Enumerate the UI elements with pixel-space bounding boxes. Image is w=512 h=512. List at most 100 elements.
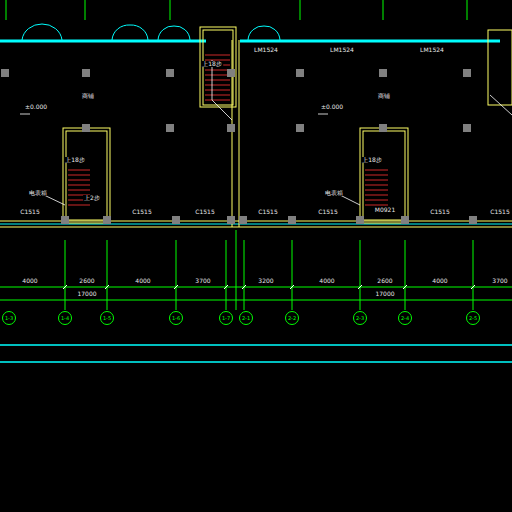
axis-number: 2-4 bbox=[401, 315, 409, 321]
columns bbox=[1, 69, 477, 224]
stair-tread bbox=[68, 180, 90, 181]
plan-label: ±0.000 bbox=[320, 104, 344, 110]
plan-label: 3700 bbox=[491, 278, 508, 284]
column bbox=[469, 216, 477, 224]
plan-label: 商铺 bbox=[377, 93, 391, 99]
plan-label: 2600 bbox=[376, 278, 393, 284]
stair-tread bbox=[365, 175, 388, 176]
column bbox=[296, 69, 304, 77]
column bbox=[296, 124, 304, 132]
stair-tread bbox=[68, 175, 90, 176]
column bbox=[379, 124, 387, 132]
axis-bubble: 1-4 bbox=[58, 311, 72, 325]
column bbox=[463, 69, 471, 77]
plan-label: 3200 bbox=[257, 278, 274, 284]
column bbox=[227, 124, 235, 132]
plan-label: C1515 bbox=[131, 209, 152, 215]
axis-bubble: 1-6 bbox=[169, 311, 183, 325]
stair-tread bbox=[205, 75, 230, 76]
stair-tread bbox=[365, 180, 388, 181]
plan-label: ±0.000 bbox=[24, 104, 48, 110]
stair-tread bbox=[365, 185, 388, 186]
stair-tread bbox=[205, 95, 230, 96]
column bbox=[166, 124, 174, 132]
plan-label: C1515 bbox=[194, 209, 215, 215]
plan-label: 2600 bbox=[78, 278, 95, 284]
plan-label: 4000 bbox=[21, 278, 38, 284]
stair-tread bbox=[365, 190, 388, 191]
plan-label: 4000 bbox=[318, 278, 335, 284]
axis-bubble: 2-1 bbox=[239, 311, 253, 325]
plan-label: 3700 bbox=[194, 278, 211, 284]
plan-label: 商铺 bbox=[81, 93, 95, 99]
column bbox=[379, 69, 387, 77]
plan-label: 4000 bbox=[134, 278, 151, 284]
column bbox=[288, 216, 296, 224]
axis-bubble: 1-7 bbox=[219, 311, 233, 325]
plan-label: 上18步 bbox=[64, 157, 86, 163]
walls bbox=[0, 27, 512, 227]
column bbox=[401, 216, 409, 224]
plan-label: C1515 bbox=[317, 209, 338, 215]
plan-label: C1515 bbox=[257, 209, 278, 215]
stair-tread bbox=[205, 70, 230, 71]
stair-tread bbox=[68, 190, 90, 191]
plan-label: C1515 bbox=[19, 209, 40, 215]
column bbox=[103, 216, 111, 224]
axis-bubble: 1-3 bbox=[2, 311, 16, 325]
axis-number: 1-6 bbox=[172, 315, 180, 321]
column bbox=[239, 216, 247, 224]
stair-tread bbox=[205, 55, 230, 56]
column bbox=[356, 216, 364, 224]
outer-wall bbox=[0, 24, 512, 362]
stair-tread bbox=[365, 200, 388, 201]
stair-tread bbox=[205, 80, 230, 81]
plan-label: C1515 bbox=[489, 209, 510, 215]
plan-label: 17000 bbox=[76, 291, 97, 297]
plan-label: M0921 bbox=[374, 207, 396, 213]
stair-tread bbox=[365, 170, 388, 171]
axis-number: 2-3 bbox=[356, 315, 364, 321]
axis-number: 1-3 bbox=[5, 315, 13, 321]
axis-bubble: 2-5 bbox=[466, 311, 480, 325]
plan-label: 上18步 bbox=[361, 157, 383, 163]
axis-number: 1-4 bbox=[61, 315, 69, 321]
plan-label: 上18步 bbox=[201, 61, 223, 67]
axis-number: 2-2 bbox=[288, 315, 296, 321]
axis-bubble: 2-3 bbox=[353, 311, 367, 325]
plan-label: LM1524 bbox=[253, 47, 279, 53]
dim-ticks bbox=[63, 285, 475, 289]
column bbox=[227, 69, 235, 77]
column bbox=[82, 69, 90, 77]
axis-number: 1-5 bbox=[103, 315, 111, 321]
axis-number: 2-5 bbox=[469, 315, 477, 321]
column bbox=[166, 69, 174, 77]
axis-bubble: 2-2 bbox=[285, 311, 299, 325]
plan-label: LM1524 bbox=[419, 47, 445, 53]
axis-bubble: 2-4 bbox=[398, 311, 412, 325]
axis-number: 2-1 bbox=[242, 315, 250, 321]
stair-tread bbox=[68, 170, 90, 171]
axis-number: 1-7 bbox=[222, 315, 230, 321]
stair-tread bbox=[68, 185, 90, 186]
stair-tread bbox=[205, 90, 230, 91]
axis-lines bbox=[0, 0, 512, 310]
column bbox=[1, 69, 9, 77]
stair-treads bbox=[68, 55, 388, 205]
stair-tread bbox=[68, 205, 90, 206]
stair-tread bbox=[365, 195, 388, 196]
plan-label: 电表箱 bbox=[28, 190, 48, 196]
column bbox=[172, 216, 180, 224]
axis-bubble: 1-5 bbox=[100, 311, 114, 325]
stair-tread bbox=[205, 85, 230, 86]
plan-label: LM1524 bbox=[329, 47, 355, 53]
stair-arrows bbox=[20, 60, 512, 205]
stair-tread bbox=[365, 205, 388, 206]
column bbox=[82, 124, 90, 132]
column bbox=[227, 216, 235, 224]
column bbox=[463, 124, 471, 132]
plan-label: 上2步 bbox=[83, 195, 101, 201]
plan-label: C1515 bbox=[429, 209, 450, 215]
column bbox=[61, 216, 69, 224]
